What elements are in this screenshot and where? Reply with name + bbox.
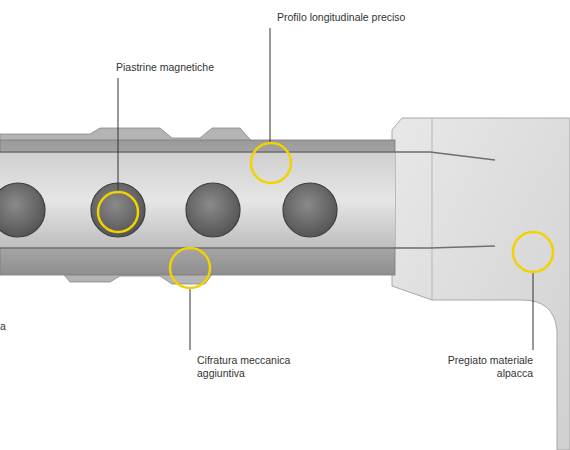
callout-label: a [0, 320, 20, 333]
head-shoulder [432, 118, 433, 300]
highlight-circle [98, 192, 138, 232]
magnets [0, 183, 337, 237]
magnet-carrier [0, 152, 395, 248]
highlight-circle [170, 248, 210, 288]
groove-top [0, 152, 495, 160]
highlight-circle [513, 232, 553, 272]
callout-label: Pregiato materiale alpacca [423, 354, 533, 380]
magnet [283, 183, 337, 237]
callout-label: Piastrine magnetiche [116, 61, 276, 74]
leader-line [118, 78, 119, 192]
groove-bottom [0, 246, 495, 248]
callout-label: Profilo longitudinale preciso [277, 11, 477, 24]
magnet [91, 183, 145, 237]
key-blade [0, 140, 395, 275]
highlight-circle [251, 143, 291, 183]
leader-line [270, 28, 271, 143]
key-head [392, 118, 570, 450]
callout-label: Cifratura meccanica aggiuntiva [197, 354, 307, 380]
magnet [0, 183, 45, 237]
leader-line [533, 272, 534, 350]
magnet [186, 183, 240, 237]
leader-line [190, 288, 191, 350]
